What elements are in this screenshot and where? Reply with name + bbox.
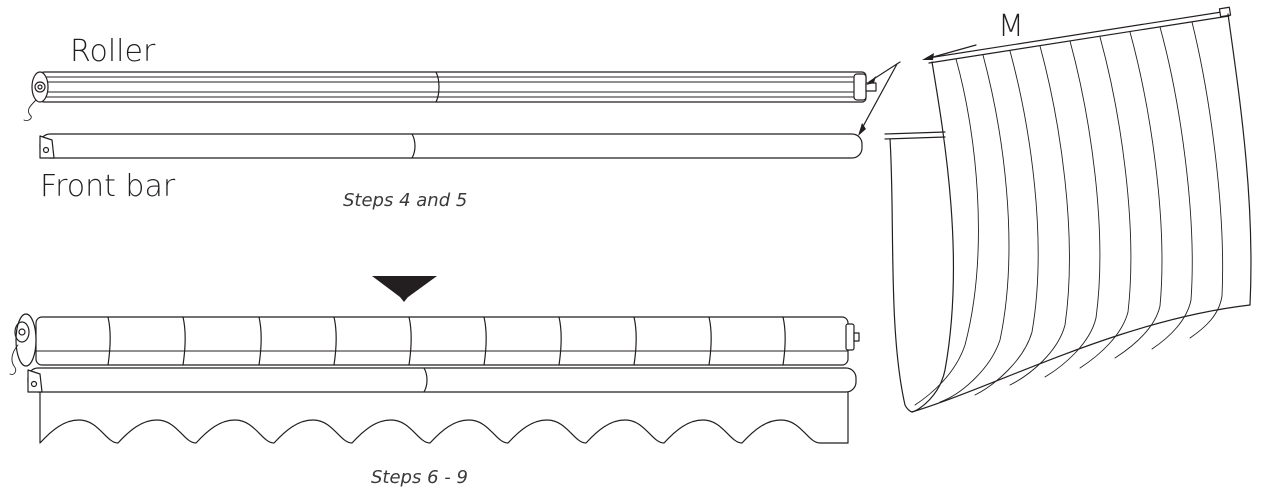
valance-scallops (39, 391, 849, 444)
front-bar-label: Front bar (40, 169, 176, 204)
front-bar (39, 133, 863, 159)
steps-top-caption: Steps 4 and 5 (343, 190, 468, 211)
steps-bottom-caption: Steps 6 - 9 (371, 467, 468, 488)
m-dimension-label: M (998, 9, 1024, 44)
down-arrow-icon (372, 276, 437, 302)
assembled-roller (9, 313, 860, 375)
fabric-panel-detail (884, 6, 1252, 413)
roller-label: Roller (70, 34, 156, 69)
roller-tube (39, 71, 877, 103)
pointer-arrows (858, 61, 901, 136)
assembled-front-bar (27, 367, 857, 393)
roller-motor-end (23, 71, 49, 121)
